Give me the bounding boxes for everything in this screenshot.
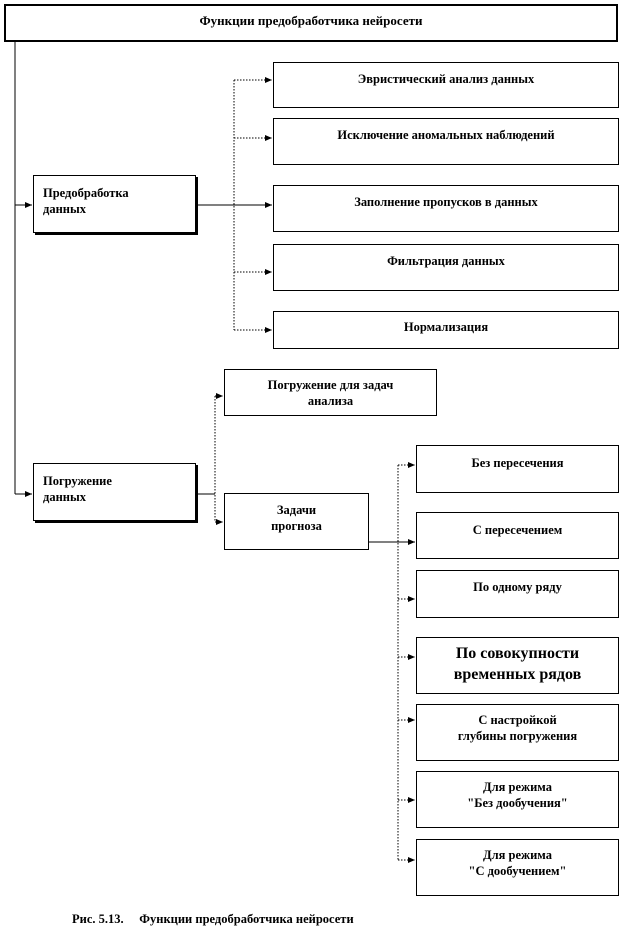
preprocessing-item-heuristic: Эвристический анализ данных [273, 62, 619, 108]
forecast-item-single-series: По одному ряду [416, 570, 619, 618]
immersion-box: Погружение данных [33, 463, 196, 521]
forecast-item-line1: По совокупности [455, 645, 580, 662]
preprocessing-box: Предобработка данных [33, 175, 196, 233]
forecast-item-line1: Для режима [483, 848, 552, 862]
forecast-item-line1: Для режима [483, 780, 552, 794]
preprocessing-item-label: Исключение аномальных наблюдений [337, 128, 555, 142]
forecast-tasks-line1: Задачи [276, 503, 317, 517]
forecast-item-depth-tuning: С настройкой глубины погружения [416, 704, 619, 761]
forecast-item-line2: глубины погружения [457, 729, 578, 743]
preprocessing-item-label: Эвристический анализ данных [357, 72, 535, 86]
preprocessing-item-normalization: Нормализация [273, 311, 619, 349]
preprocessing-item-anomaly: Исключение аномальных наблюдений [273, 118, 619, 165]
immersion-label-line2: данных [43, 490, 86, 504]
immersion-analysis-box: Погружение для задач анализа [224, 369, 437, 416]
forecast-item-line2: "Без дообучения" [467, 796, 568, 810]
forecast-item-multi-series: По совокупности временных рядов [416, 637, 619, 694]
forecast-item-retraining: Для режима "С дообучением" [416, 839, 619, 896]
preprocessing-label-line1: Предобработка [43, 186, 129, 200]
forecast-item-line1: С пересечением [472, 523, 563, 537]
preprocessing-label-line2: данных [43, 202, 86, 216]
preprocessing-item-gaps: Заполнение пропусков в данных [273, 185, 619, 232]
forecast-item-overlap: С пересечением [416, 512, 619, 559]
forecast-item-no-overlap: Без пересечения [416, 445, 619, 493]
preprocessing-item-label: Фильтрация данных [387, 254, 505, 268]
immersion-label-line1: Погружение [43, 474, 112, 488]
forecast-tasks-line2: прогноза [271, 519, 322, 533]
figure-caption: Рис. 5.13. Функции предобработчика нейро… [72, 912, 354, 926]
forecast-item-no-retraining: Для режима "Без дообучения" [416, 771, 619, 828]
preprocessing-item-label: Нормализация [403, 320, 489, 334]
forecast-item-line1: По одному ряду [473, 580, 562, 594]
forecast-item-line2: "С дообучением" [468, 864, 567, 878]
forecast-item-line2: временных рядов [453, 666, 582, 683]
title-text: Функции предобработчика нейросети [199, 13, 423, 28]
forecast-item-line1: Без пересечения [471, 456, 564, 470]
preprocessing-item-label: Заполнение пропусков в данных [354, 195, 538, 209]
immersion-analysis-line2: анализа [307, 394, 354, 408]
preprocessing-item-filter: Фильтрация данных [273, 244, 619, 291]
immersion-analysis-line1: Погружение для задач [267, 378, 394, 392]
forecast-item-line1: С настройкой [478, 713, 557, 727]
title-box: Функции предобработчика нейросети [4, 4, 618, 42]
forecast-tasks-box: Задачи прогноза [224, 493, 369, 550]
